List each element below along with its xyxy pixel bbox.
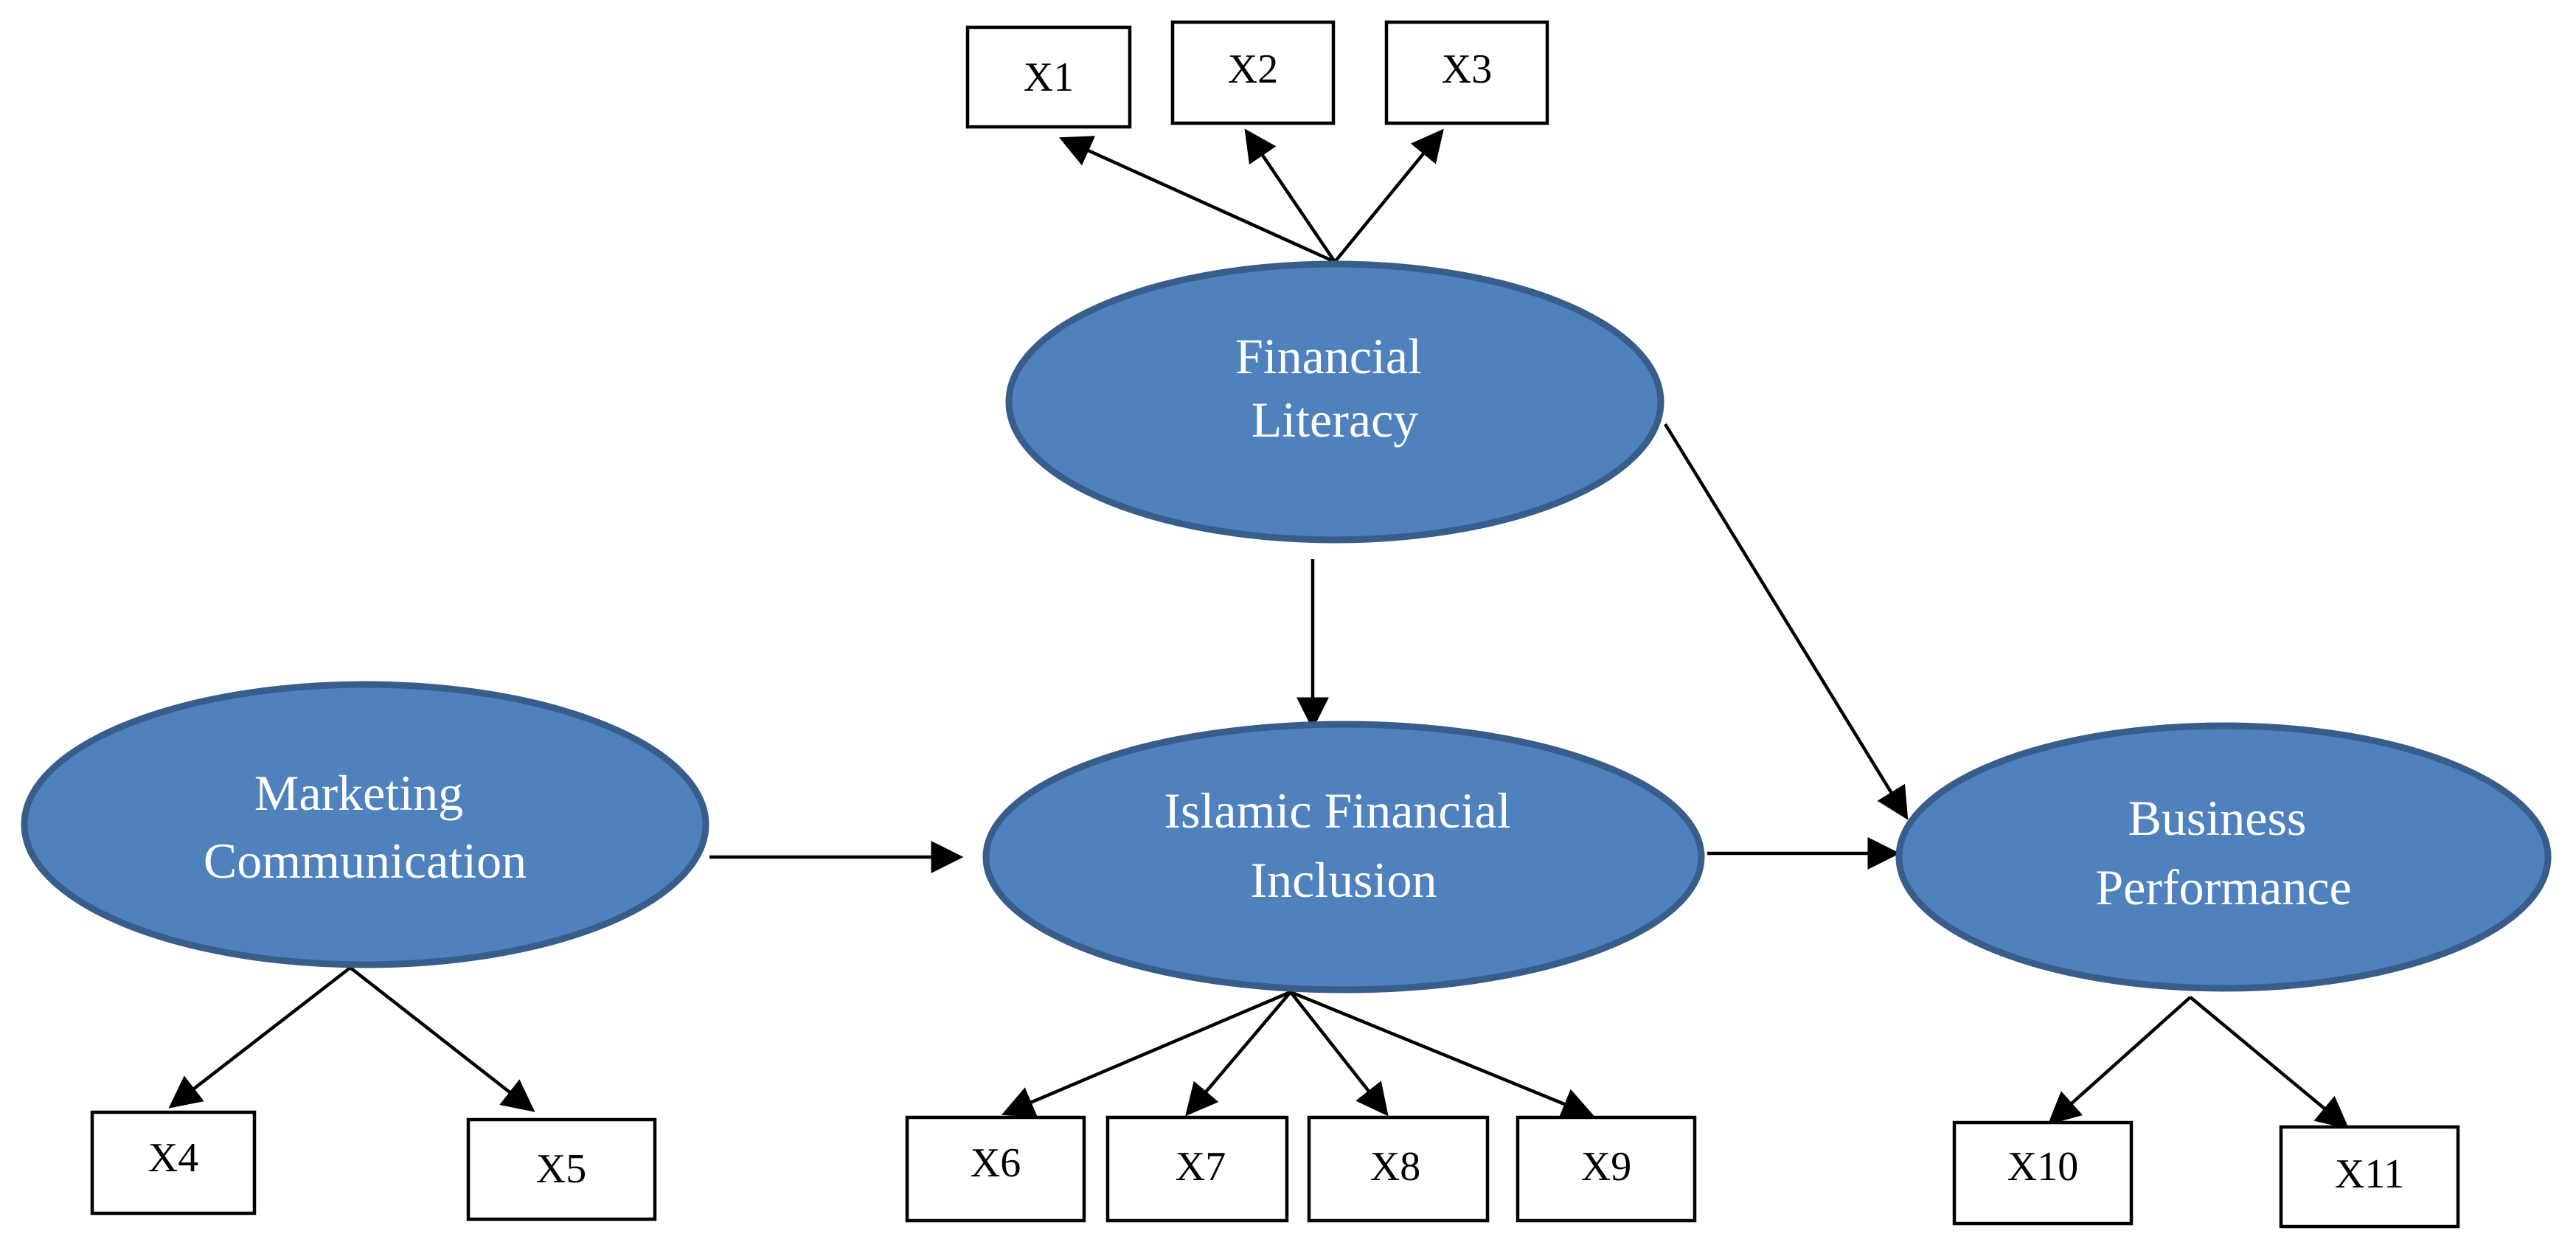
construct-label-line-1: Islamic Financial (1164, 783, 1510, 839)
loading-edges (168, 128, 2350, 1129)
construct-business-performance: Business Performance (1895, 722, 2552, 992)
indicator-x11: X11 (2279, 1125, 2460, 1229)
indicator-x10: X10 (1952, 1120, 2134, 1226)
edge-islamic-financial-inclusion-x8 (1289, 991, 1389, 1117)
edge-marketing-communication-x5 (349, 966, 535, 1112)
construct-label-line-1: Financial (1235, 328, 1422, 384)
indicator-label: X9 (1581, 1144, 1631, 1190)
edge-marketing-communication-x4 (168, 966, 352, 1109)
indicator-label: X2 (1228, 46, 1278, 92)
path-financial-literacy-to-business-performance (1664, 423, 1909, 820)
indicator-x2: X2 (1170, 20, 1336, 125)
indicator-x3: X3 (1384, 20, 1549, 125)
edge-islamic-financial-inclusion-x9 (1290, 990, 1595, 1120)
indicator-label: X4 (148, 1135, 198, 1181)
construct-label-line-2: Performance (2095, 859, 2351, 915)
construct-label: Marketing Communication (204, 765, 527, 889)
construct-label-line-2: Communication (204, 833, 527, 889)
edge-financial-literacy-x1 (1058, 136, 1336, 264)
indicator-label: X5 (536, 1146, 586, 1192)
edge-financial-literacy-x3 (1333, 128, 1444, 263)
construct-label-line-1: Business (2128, 790, 2307, 846)
indicator-label: X8 (1370, 1144, 1420, 1190)
indicator-label: X6 (971, 1140, 1021, 1186)
construct-financial-literacy: Financial Literacy (1005, 260, 1664, 544)
indicator-x9: X9 (1516, 1115, 1697, 1223)
indicator-x8: X8 (1307, 1115, 1490, 1223)
construct-label-line-2: Literacy (1251, 392, 1419, 448)
structural-edges (709, 423, 1909, 873)
edge-islamic-financial-inclusion-x6 (1001, 990, 1291, 1117)
construct-marketing-communication: Marketing Communication (21, 681, 709, 968)
indicator-label: X7 (1176, 1144, 1226, 1190)
indicator-label: X3 (1442, 46, 1492, 92)
construct-label: Islamic Financial Inclusion (1164, 783, 1523, 908)
indicator-label: X1 (1024, 55, 1074, 100)
construct-label: Financial Literacy (1235, 328, 1434, 448)
construct-ellipse (1005, 260, 1664, 544)
indicator-x6: X6 (905, 1115, 1086, 1223)
edge-business-performance-x11 (2189, 996, 2350, 1129)
construct-ellipse (982, 721, 1705, 993)
indicator-x7: X7 (1105, 1115, 1289, 1223)
construct-label-line-1: Marketing (254, 765, 463, 821)
edge-islamic-financial-inclusion-x7 (1185, 991, 1292, 1117)
edge-business-performance-x10 (2047, 996, 2192, 1125)
indicator-x1: X1 (965, 25, 1132, 129)
construct-ellipse (21, 681, 709, 968)
construct-label-line-2: Inclusion (1250, 852, 1437, 908)
indicator-label: X10 (2007, 1144, 2078, 1190)
indicator-x4: X4 (90, 1110, 257, 1215)
edge-financial-literacy-x2 (1244, 128, 1336, 263)
construct-ellipse (1895, 722, 2552, 992)
indicator-label: X11 (2335, 1151, 2404, 1197)
construct-islamic-financial-inclusion: Islamic Financial Inclusion (982, 721, 1705, 993)
construct-label: Business Performance (2095, 790, 2351, 915)
indicator-x5: X5 (466, 1117, 657, 1221)
